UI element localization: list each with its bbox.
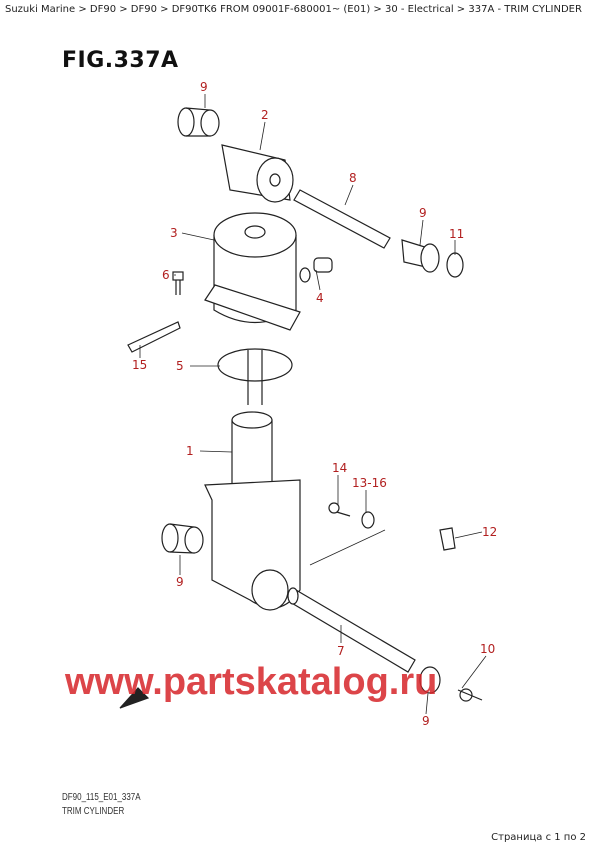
callout-13-16[interactable]: 13-16 xyxy=(352,476,387,490)
screw-6 xyxy=(172,271,184,295)
callout-9[interactable]: 9 xyxy=(422,714,430,728)
cylinder-1 xyxy=(204,411,301,611)
callout-2[interactable]: 2 xyxy=(261,108,269,122)
watermark: www.partskatalog.ru xyxy=(65,661,438,703)
callout-3[interactable]: 3 xyxy=(170,226,178,240)
callout-9[interactable]: 9 xyxy=(200,80,208,94)
leader-lines xyxy=(139,94,487,715)
figure-title: FIG.337A xyxy=(62,48,179,73)
callout-9[interactable]: 9 xyxy=(419,206,427,220)
washer-13-16 xyxy=(361,511,375,529)
cap-2 xyxy=(221,144,294,203)
fitting-4 xyxy=(299,257,333,283)
clip-15 xyxy=(127,321,181,353)
pin-7 xyxy=(287,587,416,673)
bushing-9-left xyxy=(161,523,204,554)
bushing-9-top xyxy=(177,107,220,137)
callout-8[interactable]: 8 xyxy=(349,171,357,185)
callout-14[interactable]: 14 xyxy=(332,461,348,475)
breadcrumb[interactable]: Suzuki Marine > DF90 > DF90 > DF90TK6 FR… xyxy=(5,4,582,15)
motor-3 xyxy=(204,212,301,331)
callout-11[interactable]: 11 xyxy=(449,227,465,241)
diagram-code: DF90_115_E01_337A xyxy=(62,792,141,803)
callout-1[interactable]: 1 xyxy=(186,444,194,458)
callout-12[interactable]: 12 xyxy=(482,525,498,539)
callout-5[interactable]: 5 xyxy=(176,359,184,373)
oring-5 xyxy=(217,348,293,405)
fwd-arrow-icon xyxy=(119,687,150,709)
pin-8 xyxy=(293,189,391,249)
clamp-12 xyxy=(439,527,456,551)
callout-7[interactable]: 7 xyxy=(337,644,345,658)
callout-15[interactable]: 15 xyxy=(132,358,148,372)
bolt-10 xyxy=(419,666,483,702)
callout-4[interactable]: 4 xyxy=(316,291,324,305)
callout-6[interactable]: 6 xyxy=(162,268,170,282)
callout-10[interactable]: 10 xyxy=(480,642,496,656)
pagination: Страница с 1 по 2 xyxy=(491,832,586,843)
ring-11 xyxy=(446,252,464,278)
bolt-14 xyxy=(328,502,351,517)
bushing-9-right xyxy=(401,239,440,273)
diagram-title: TRIM CYLINDER xyxy=(62,806,125,817)
callout-9[interactable]: 9 xyxy=(176,575,184,589)
